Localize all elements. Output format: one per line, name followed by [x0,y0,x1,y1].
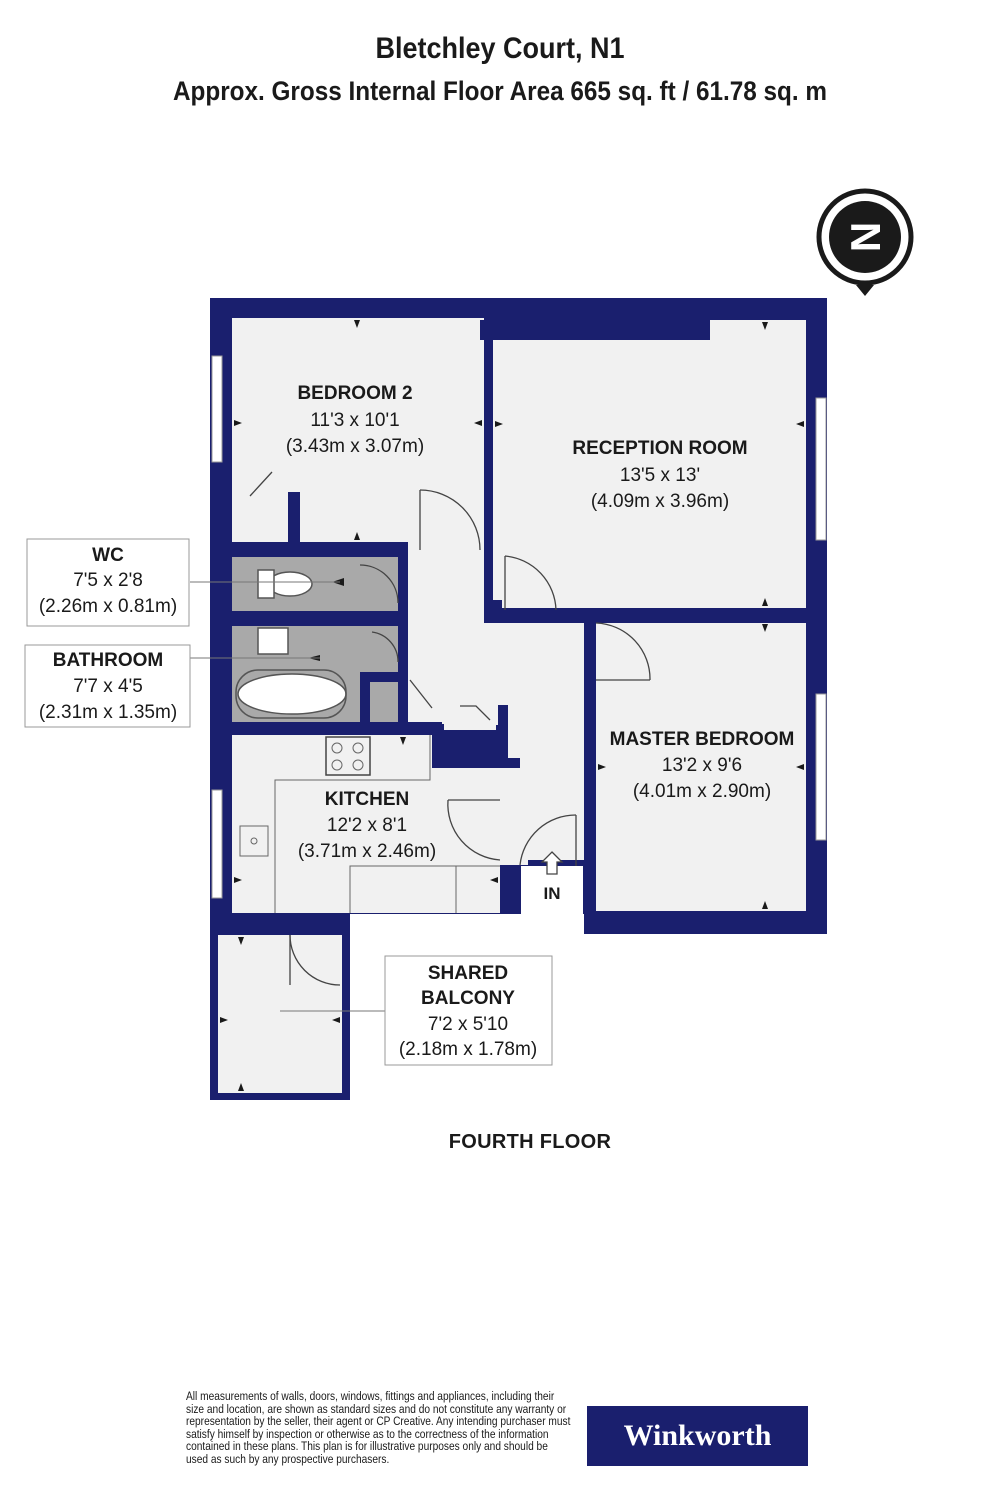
disclaimer-text: All measurements of walls, doors, window… [186,1389,571,1466]
partitions [360,320,806,913]
doors [249,471,651,986]
winkworth-logo: Winkworth [587,1406,808,1466]
floor-area-subtitle: Approx. Gross Internal Floor Area 665 sq… [172,76,828,106]
floor-label: FOURTH FLOOR [448,1131,612,1153]
kitchen-imperial: 12'2 x 8'1 [327,815,407,836]
balcony-imperial: 7'2 x 5'10 [428,1014,508,1035]
kitchen-name: KITCHEN [325,789,409,810]
bathroom-metric: (2.31m x 1.35m) [39,702,177,723]
reception-imperial: 13'5 x 13' [620,465,700,486]
windows [211,355,827,899]
wc-imperial: 7'5 x 2'8 [73,570,143,591]
reception-name: RECEPTION ROOM [572,438,747,459]
entrance-label: IN [544,884,561,903]
plan-title: Bletchley Court, N1 [375,32,625,65]
callout-boxes [24,538,553,1066]
balcony-name-line2: BALCONY [421,988,515,1009]
wc-name: WC [92,545,124,566]
bathroom-imperial: 7'7 x 4'5 [73,676,143,697]
balcony-metric: (2.18m x 1.78m) [399,1039,537,1060]
wet-rooms [232,542,442,735]
bedroom2-name: BEDROOM 2 [297,383,412,404]
bathroom-name: BATHROOM [53,650,163,671]
entrance-arrow-icon [540,851,564,875]
bedroom2-imperial: 11'3 x 10'1 [310,410,399,431]
kitchen-fittings [239,735,500,913]
wc-metric: (2.26m x 0.81m) [39,596,177,617]
north-compass-icon: N [816,188,914,296]
master-name: MASTER BEDROOM [610,729,795,750]
master-metric: (4.01m x 2.90m) [633,781,771,802]
balcony-name-line1: SHARED [428,963,508,984]
master-imperial: 13'2 x 9'6 [662,755,742,776]
compass-letter: N [842,222,889,252]
reception-metric: (4.09m x 3.96m) [591,491,729,512]
label-leaders [190,581,385,1012]
bedroom2-metric: (3.43m x 3.07m) [286,436,424,457]
kitchen-metric: (3.71m x 2.46m) [298,841,436,862]
